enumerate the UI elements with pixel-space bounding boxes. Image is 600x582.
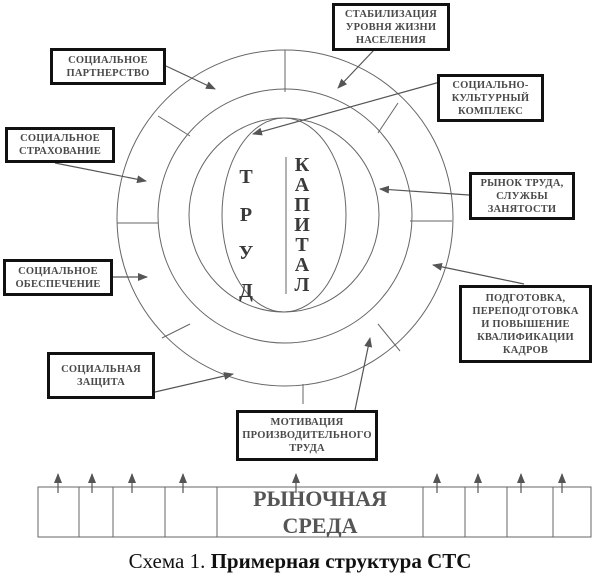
middle-ring: [157, 88, 413, 344]
caption-prefix: Схема 1.: [128, 549, 211, 573]
arrow-labor-market: [379, 185, 470, 196]
box-text-line: КВАЛИФИКАЦИИ: [477, 331, 574, 343]
box-text-line: СОЦИАЛЬНОЕ: [68, 54, 148, 66]
market-strip: [37, 486, 592, 538]
ring-divider: [161, 323, 191, 339]
box-text-line: И ПОВЫШЕНИЕ: [481, 318, 570, 330]
market-label-line: СРЕДА: [282, 513, 358, 538]
arrow-sociocultural: [252, 81, 441, 136]
box-insurance: СОЦИАЛЬНОЕ СТРАХОВАНИЕ: [5, 127, 115, 163]
box-text-line: КОМПЛЕКС: [458, 105, 523, 117]
ring-divider: [377, 102, 399, 134]
box-text-line: СТРАХОВАНИЕ: [19, 146, 101, 157]
box-motivation: МОТИВАЦИЯ ПРОИЗВОДИТЕЛЬНОГО ТРУДА: [236, 410, 378, 461]
market-label: РЫНОЧНАЯ СРЕДА: [217, 485, 423, 539]
inner-ring: [188, 117, 380, 313]
box-text-line: ПОДГОТОВКА,: [485, 292, 566, 304]
box-text-line: КУЛЬТУРНЫЙ: [451, 92, 530, 104]
arrow-protection: [154, 372, 234, 393]
arrow-insurance: [54, 162, 147, 184]
box-text-line: СЛУЖБЫ: [496, 190, 548, 202]
box-text-line: УРОВНЯ ЖИЗНИ: [345, 21, 437, 33]
figure-caption: Схема 1. Примерная структура СТС: [0, 549, 600, 574]
box-text-line: МОТИВАЦИЯ: [270, 417, 344, 428]
box-text-line: ЗАЩИТА: [76, 376, 126, 388]
arrow-motivation: [354, 337, 373, 411]
box-text-line: НАСЕЛЕНИЯ: [355, 34, 427, 46]
market-label-line: РЫНОЧНАЯ: [253, 486, 387, 511]
box-text-line: ПАРТНЕРСТВО: [66, 67, 150, 79]
box-text-line: СОЦИАЛЬНОЕ: [18, 265, 98, 277]
box-text-line: СОЦИАЛЬНО-: [452, 79, 529, 91]
box-text-line: ЗАНЯТОСТИ: [487, 203, 557, 215]
box-text-line: КАДРОВ: [502, 344, 549, 356]
core-label-labor: ТРУД: [238, 166, 254, 302]
caption-title: Примерная структура СТС: [210, 549, 472, 573]
box-text-line: СТАБИЛИЗАЦИЯ: [344, 8, 438, 20]
arrow-partnership: [165, 65, 216, 90]
box-text-line: ОБЕСПЕЧЕНИЕ: [15, 278, 101, 290]
box-text-line: СОЦИАЛЬНАЯ: [61, 363, 141, 375]
core-ellipse: [221, 117, 347, 313]
box-text-line: ПЕРЕПОДГОТОВКА: [472, 305, 579, 317]
ring-divider: [157, 115, 191, 137]
arrow-stabilization: [337, 49, 375, 89]
arrow-training: [432, 262, 525, 285]
box-text-line: РЫНОК ТРУДА,: [480, 177, 564, 189]
box-text-line: ТРУДА: [289, 443, 325, 454]
box-text-line: СОЦИАЛЬНОЕ: [20, 133, 100, 144]
ring-divider: [377, 323, 401, 352]
core-label-capital: КАПИТАЛ: [294, 154, 310, 296]
box-text-line: ПРОИЗВОДИТЕЛЬНОГО: [242, 430, 372, 441]
